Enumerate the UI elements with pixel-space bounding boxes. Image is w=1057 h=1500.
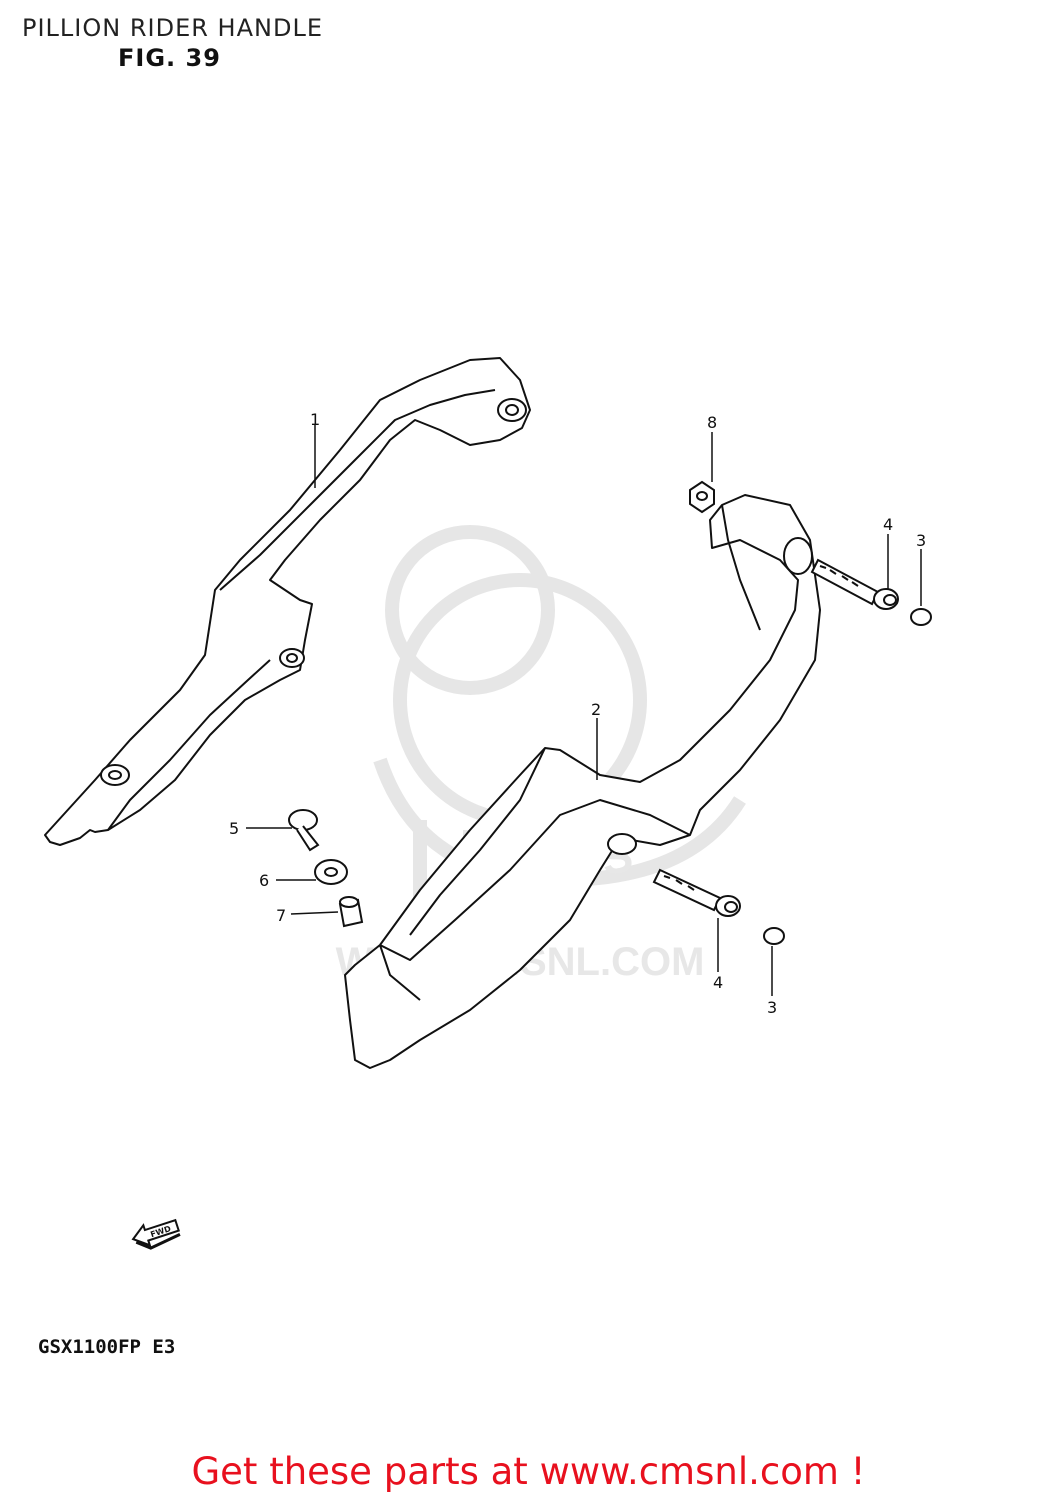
callout-2: 2 [591,700,601,719]
part-4-bolt-lower [652,868,741,917]
callout-7: 7 [276,906,286,925]
callout-4-upper: 4 [883,515,893,534]
shop-link[interactable]: Get these parts at www.cmsnl.com ! [191,1450,866,1493]
part-3-cap-lower [763,927,785,945]
callout-4-lower: 4 [713,973,723,992]
callout-8: 8 [707,413,717,432]
page-title: PILLION RIDER HANDLE [22,14,323,42]
figure-number: FIG. 39 [118,44,221,72]
callout-6: 6 [259,871,269,890]
callout-leaders [246,425,922,996]
callout-3-lower: 3 [767,998,777,1017]
callout-5: 5 [229,819,239,838]
part-3-cap-upper [910,608,932,626]
part-2-right-handle [344,494,821,1069]
part-5-screw [288,809,320,852]
part-6-washer [314,859,348,885]
callout-3-upper: 3 [916,531,926,550]
forward-arrow-icon: FWD [131,1218,181,1250]
model-code: GSX1100FP E3 [38,1336,176,1358]
part-1-left-handle [44,357,531,846]
part-8-nut [689,480,715,514]
part-4-bolt-upper [810,558,899,610]
part-7-collar [338,896,364,928]
callout-1: 1 [310,410,320,429]
